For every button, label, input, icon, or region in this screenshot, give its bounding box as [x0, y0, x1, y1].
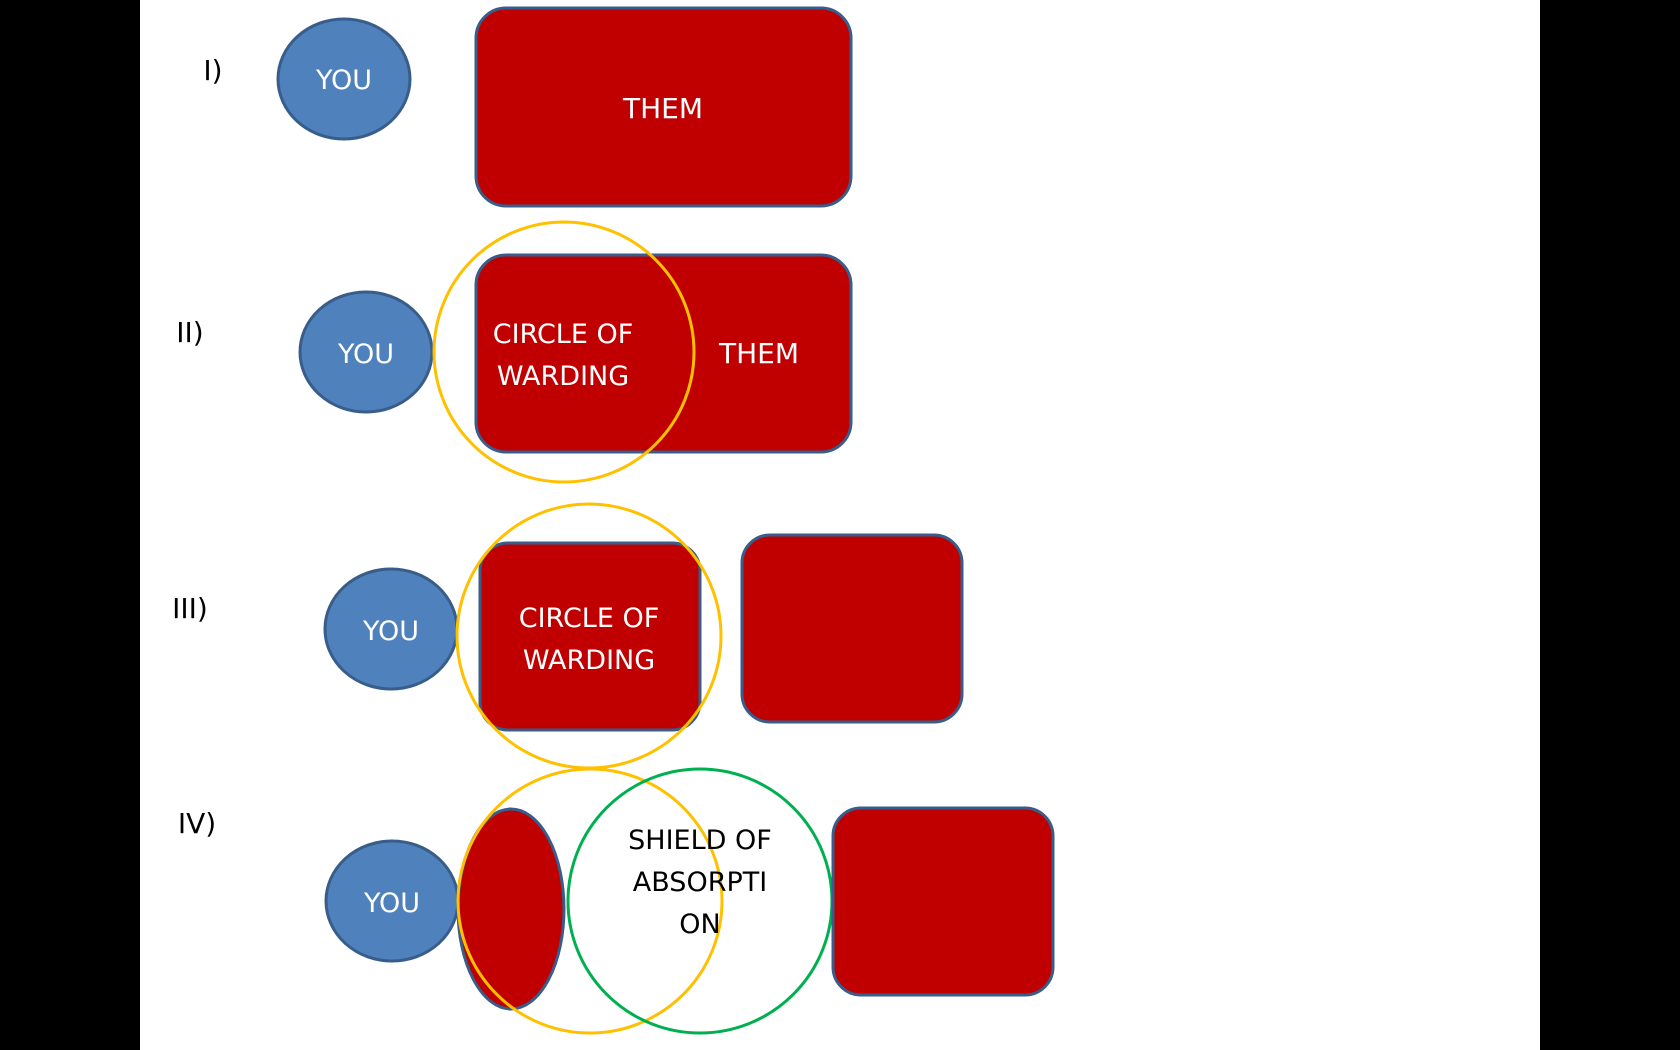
row-2-warding-ring — [432, 220, 696, 484]
row-2-them-label: THEM — [718, 337, 799, 370]
row-2-warding-line-1: CIRCLE OF — [493, 319, 634, 350]
row-3-you-label: YOU — [362, 616, 419, 647]
row-1-them-box — [474, 6, 853, 208]
row-1-numeral: I) — [203, 54, 222, 87]
row-2-warding-line-2: WARDING — [497, 361, 629, 392]
row-3: III) YOU CIRCLE OF WARDING — [172, 502, 964, 770]
row-2-numeral: II) — [176, 316, 203, 349]
row-4-warding-ring — [456, 767, 724, 1035]
row-3-warded-box — [478, 541, 702, 732]
row-1-you-circle — [276, 17, 412, 141]
row-3-them-box — [740, 533, 964, 724]
row-4-them-box — [831, 806, 1055, 997]
row-3-warding-line-1: CIRCLE OF — [519, 603, 660, 634]
row-3-warding-line-2: WARDING — [523, 645, 655, 676]
row-2: II) YOU CIRCLE OF WARDING THEM — [176, 220, 853, 484]
row-4-you-label: YOU — [363, 888, 420, 919]
row-1: I) YOU THEM — [203, 6, 853, 208]
row-4-shield-line-1: SHIELD OF — [628, 825, 772, 856]
row-1-them-label: THEM — [622, 92, 703, 125]
row-2-you-label: YOU — [337, 339, 394, 370]
row-2-you-circle — [298, 290, 434, 414]
row-2-them-box — [474, 253, 853, 454]
row-4: IV) YOU SHIELD OF ABSORPTI ON — [178, 767, 1055, 1035]
row-4-shield-ring — [566, 767, 834, 1035]
row-4-shield-line-2: ABSORPTI — [633, 867, 767, 898]
row-1-you-label: YOU — [315, 65, 372, 96]
row-3-numeral: III) — [172, 592, 208, 625]
row-4-shield-line-3: ON — [679, 909, 720, 940]
row-4-numeral: IV) — [178, 807, 216, 840]
